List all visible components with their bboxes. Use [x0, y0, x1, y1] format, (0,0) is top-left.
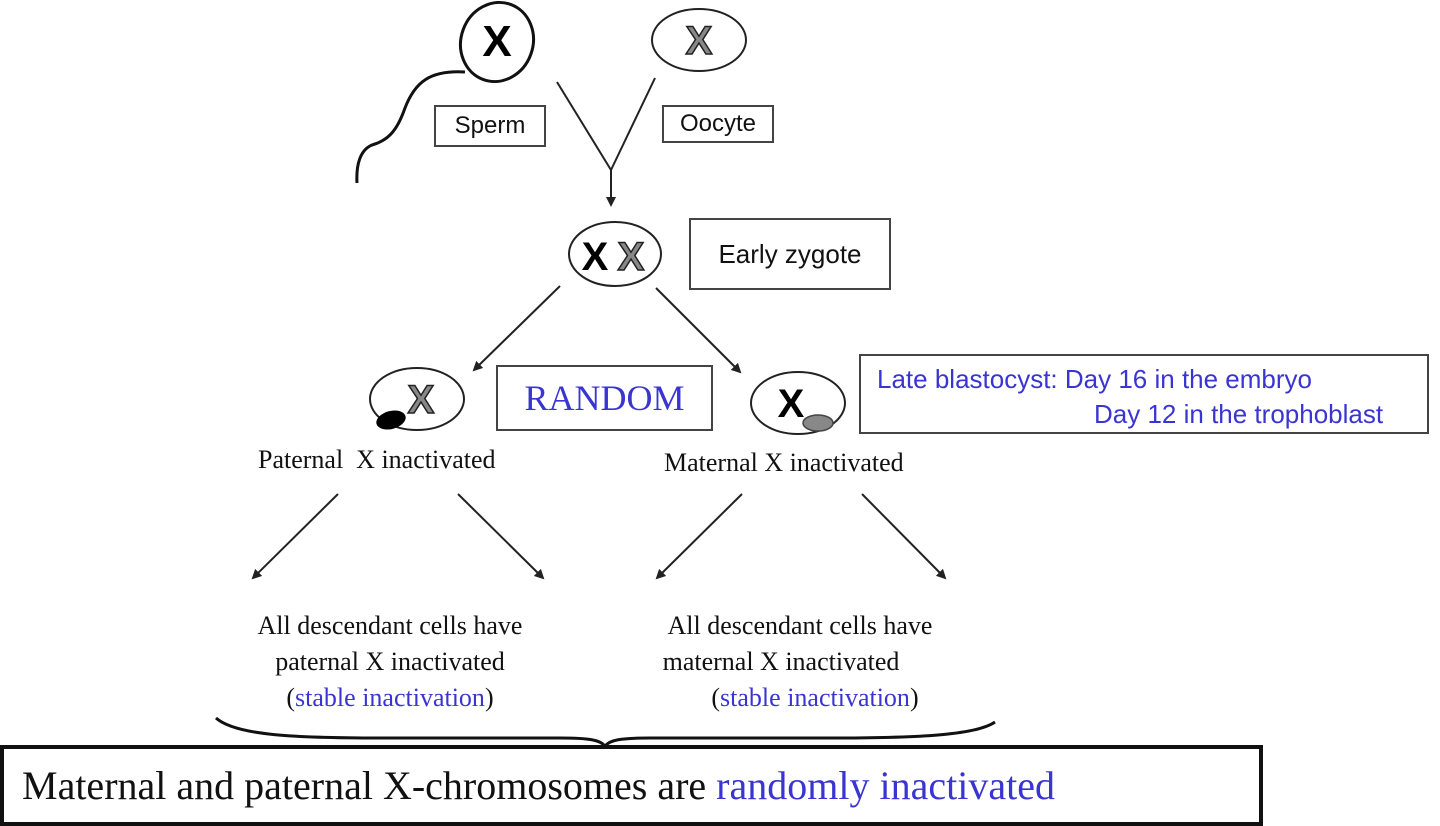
left-outcome-line2: paternal X inactivated — [275, 647, 505, 676]
fertilization-line-left — [556, 81, 612, 171]
arrow-descendant-4 — [861, 493, 947, 580]
random-label: RANDOM — [524, 378, 685, 418]
left-stable-inactivation: stable inactivation — [295, 683, 485, 712]
left-outcome-text: All descendant cells have paternal X ina… — [212, 608, 568, 716]
x-chromosome-icon: X — [408, 378, 435, 422]
x-chromosome-icon: X — [582, 235, 609, 279]
right-outcome-line1: All descendant cells have — [667, 611, 933, 640]
fertilization-line-right — [610, 77, 656, 171]
arrow-descendant-1 — [251, 493, 339, 580]
arrow-to-paternal-inactivated — [472, 285, 561, 372]
late-blastocyst-line1: Late blastocyst: Day 16 in the embryo — [877, 364, 1313, 394]
right-outcome-line2: maternal X inactivated — [662, 647, 900, 676]
right-stable-inactivation: stable inactivation — [720, 683, 910, 712]
late-blastocyst-box: Late blastocyst: Day 16 in the embryo Da… — [859, 354, 1429, 434]
inactive-x-body — [376, 410, 406, 430]
maternal-inactivated-cell: X — [750, 371, 846, 435]
grouping-brace — [214, 716, 996, 749]
x-chromosome-icon: X — [686, 19, 713, 63]
x-chromosome-icon: X — [482, 17, 511, 66]
oocyte-label-box: Oocyte — [662, 105, 774, 143]
left-outcome-line3: (stable inactivation) — [286, 683, 494, 712]
conclusion-box: Maternal and paternal X-chromosomes are … — [0, 745, 1263, 826]
random-label-box: RANDOM — [496, 365, 713, 431]
inactive-x-body — [802, 414, 834, 432]
late-blastocyst-line2: Day 12 in the trophoblast — [1094, 399, 1384, 429]
early-zygote-cell: X X — [568, 221, 662, 287]
arrow-to-maternal-inactivated — [655, 287, 742, 374]
sperm-cell: X — [355, 0, 535, 184]
paternal-inactivated-cell: X — [369, 367, 465, 431]
x-chromosome-icon: X — [618, 235, 645, 279]
sperm-label: Sperm — [454, 112, 526, 139]
oocyte-cell: X — [651, 8, 747, 72]
x-chromosome-icon: X — [778, 382, 805, 426]
conclusion-highlight: randomly inactivated — [716, 763, 1055, 808]
early-zygote-label-box: Early zygote — [689, 218, 891, 290]
right-outcome-text: All descendant cells have maternal X ina… — [622, 608, 978, 716]
right-outcome-line3: (stable inactivation) — [711, 683, 919, 712]
maternal-inactivated-label: Maternal X inactivated — [664, 448, 904, 477]
oocyte-label: Oocyte — [679, 110, 757, 137]
paternal-inactivated-label: Paternal X inactivated — [258, 445, 496, 474]
conclusion-text: Maternal and paternal X-chromosomes are … — [22, 762, 1055, 809]
conclusion-prefix: Maternal and paternal X-chromosomes are — [22, 763, 717, 808]
early-zygote-label: Early zygote — [718, 238, 862, 269]
arrow-descendant-3 — [655, 493, 743, 580]
left-outcome-line1: All descendant cells have — [257, 611, 523, 640]
arrow-descendant-2 — [457, 493, 545, 580]
sperm-label-box: Sperm — [434, 105, 546, 147]
